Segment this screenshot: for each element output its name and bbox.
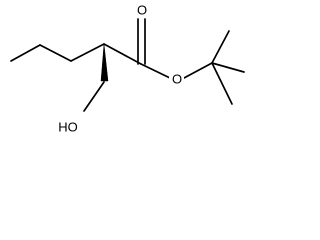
ester-oxygen-label: O: [172, 72, 182, 87]
bond-ch2-ch2: [39, 44, 72, 62]
bond-ester-oxygen-tbutyl: [183, 62, 213, 79]
bond-carbonyl-ester-oxygen: [140, 63, 171, 79]
stereo-wedge-bond: [100, 43, 109, 82]
bond-tbutyl-methyl-top: [211, 30, 230, 64]
hydroxyl-label: HO: [58, 120, 78, 135]
carbonyl-oxygen-bg: [134, 2, 149, 18]
hydroxyl-bg: [55, 119, 80, 135]
bond-chiral-carbon-carbonyl: [103, 43, 142, 65]
bond-ch3-ch2: [10, 44, 41, 62]
tert-butyl-2-hydroxymethylpentanoate-structure: O O HO: [10, 2, 245, 135]
ester-oxygen-bg: [169, 70, 184, 86]
bond-ch2-hydroxyl: [83, 81, 105, 112]
bond-tbutyl-methyl-bottom: [211, 62, 233, 105]
bond-tbutyl-methyl-right: [211, 62, 245, 73]
bond-ch2-chiral-carbon: [70, 43, 105, 62]
carbonyl-oxygen-label: O: [137, 3, 147, 18]
